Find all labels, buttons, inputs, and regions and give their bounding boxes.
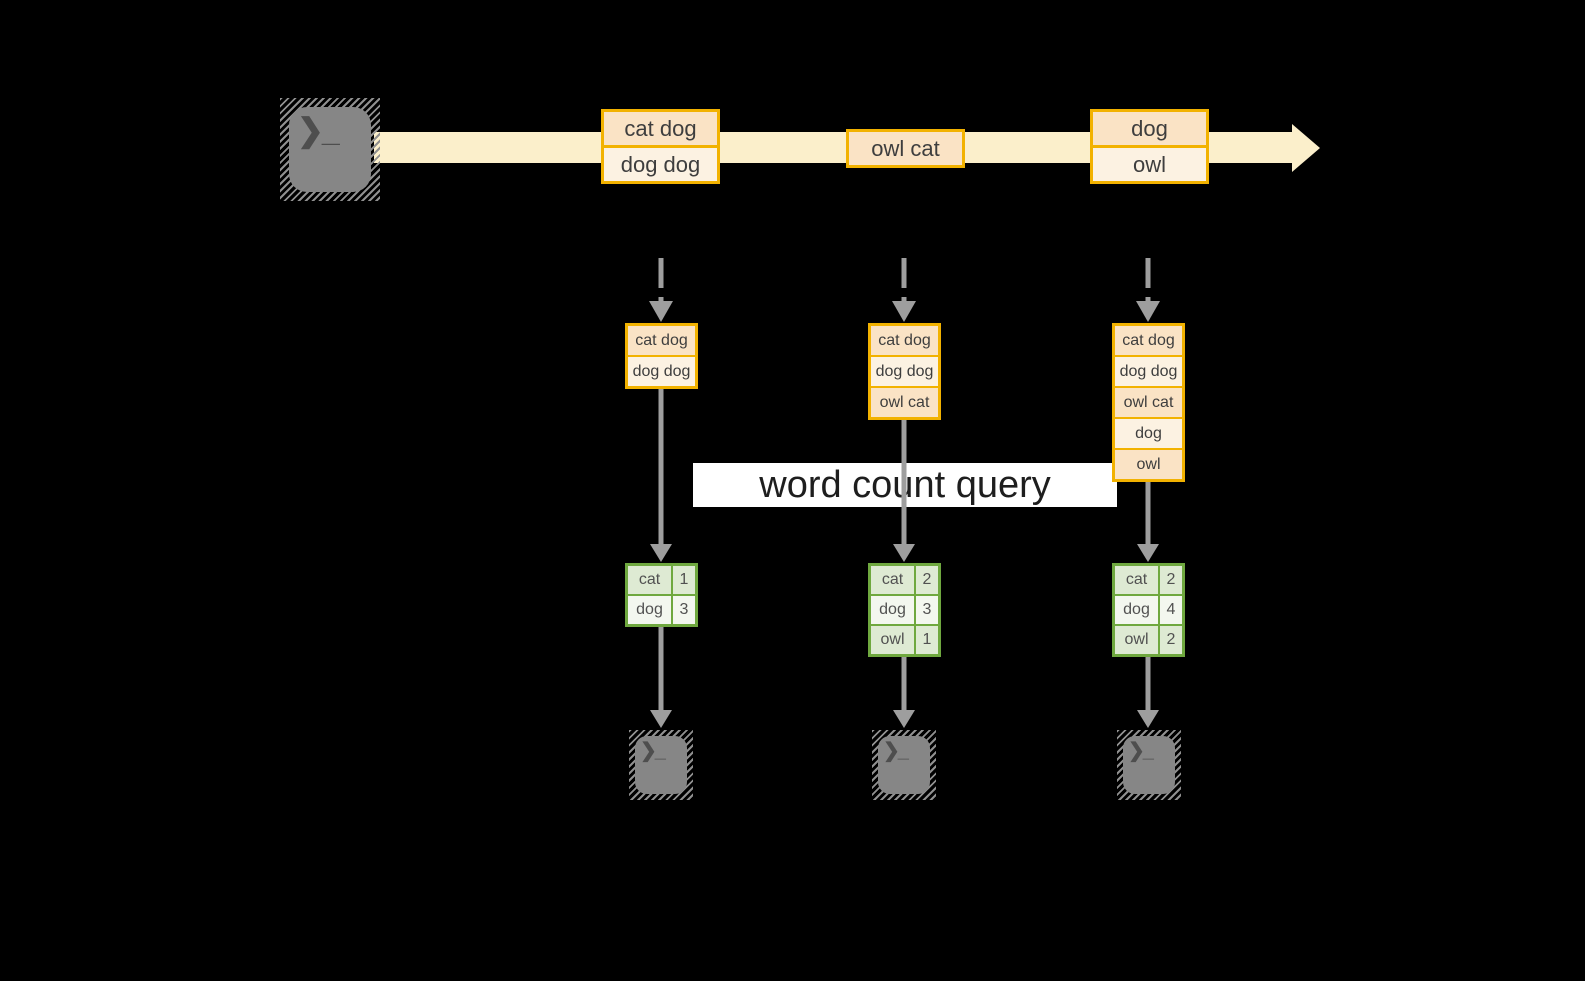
count-value: 2 xyxy=(1160,626,1182,654)
count-value: 2 xyxy=(916,566,938,594)
count-table-1: cat 1 dog 3 xyxy=(625,563,698,627)
buffer-line: dog dog xyxy=(871,357,938,386)
count-table-2: cat 2 dog 3 owl 1 xyxy=(868,563,941,657)
buffer-line: cat dog xyxy=(628,326,695,355)
batch-line: dog xyxy=(1093,112,1206,145)
buffer-stack-1: cat dog dog dog xyxy=(625,323,698,389)
terminal-sink-icon-3: ❯_ xyxy=(1117,730,1181,800)
count-value: 3 xyxy=(673,596,695,624)
batch-line: dog dog xyxy=(604,148,717,181)
dashed-arrow-column-2 xyxy=(892,258,916,322)
batch-line: owl cat xyxy=(849,132,962,165)
timeline-batch-3: dog owl xyxy=(1090,109,1209,184)
dashed-arrow-column-1 xyxy=(649,258,673,322)
terminal-prompt-icon: ❯_ xyxy=(1128,740,1154,762)
terminal-sink-icon-2: ❯_ xyxy=(872,730,936,800)
timeline-batch-1: cat dog dog dog xyxy=(601,109,720,184)
count-word: owl xyxy=(1115,626,1158,654)
buffer-line: cat dog xyxy=(1115,326,1182,355)
query-arrow-column-3 xyxy=(1137,482,1159,562)
count-word: cat xyxy=(871,566,914,594)
terminal-prompt-icon: ❯_ xyxy=(297,112,340,148)
count-value: 1 xyxy=(673,566,695,594)
count-word: dog xyxy=(628,596,671,624)
sink-arrow-column-1 xyxy=(650,627,672,728)
buffer-line: dog xyxy=(1115,419,1182,448)
buffer-line: owl cat xyxy=(1115,388,1182,417)
query-arrow-column-1 xyxy=(650,389,672,562)
count-word: cat xyxy=(628,566,671,594)
buffer-line: owl cat xyxy=(871,388,938,417)
count-word: dog xyxy=(871,596,914,624)
dashed-arrow-column-3 xyxy=(1136,258,1160,322)
terminal-sink-icon-1: ❯_ xyxy=(629,730,693,800)
count-word: cat xyxy=(1115,566,1158,594)
terminal-sink-icon-body xyxy=(635,736,687,794)
count-value: 3 xyxy=(916,596,938,624)
buffer-line: dog dog xyxy=(1115,357,1182,386)
buffer-stack-2: cat dog dog dog owl cat xyxy=(868,323,941,420)
terminal-sink-icon-body xyxy=(878,736,930,794)
terminal-prompt-icon: ❯_ xyxy=(640,740,666,762)
timeline-batch-2: owl cat xyxy=(846,129,965,168)
buffer-stack-3: cat dog dog dog owl cat dog owl xyxy=(1112,323,1185,482)
batch-line: owl xyxy=(1093,148,1206,181)
terminal-sink-icon-body xyxy=(1123,736,1175,794)
terminal-source-icon-body xyxy=(289,107,371,192)
buffer-line: owl xyxy=(1115,450,1182,479)
terminal-source-icon: ❯_ xyxy=(280,98,380,201)
count-value: 4 xyxy=(1160,596,1182,624)
stream-arrowhead-icon xyxy=(1292,124,1320,172)
query-label-band: word count query xyxy=(693,463,1117,507)
buffer-line: dog dog xyxy=(628,357,695,386)
sink-arrow-column-3 xyxy=(1137,657,1159,728)
count-word: dog xyxy=(1115,596,1158,624)
terminal-prompt-icon: ❯_ xyxy=(883,740,909,762)
sink-arrow-column-2 xyxy=(893,657,915,728)
count-value: 1 xyxy=(916,626,938,654)
count-word: owl xyxy=(871,626,914,654)
batch-line: cat dog xyxy=(604,112,717,145)
count-table-3: cat 2 dog 4 owl 2 xyxy=(1112,563,1185,657)
buffer-line: cat dog xyxy=(871,326,938,355)
count-value: 2 xyxy=(1160,566,1182,594)
query-label: word count query xyxy=(759,463,1051,506)
